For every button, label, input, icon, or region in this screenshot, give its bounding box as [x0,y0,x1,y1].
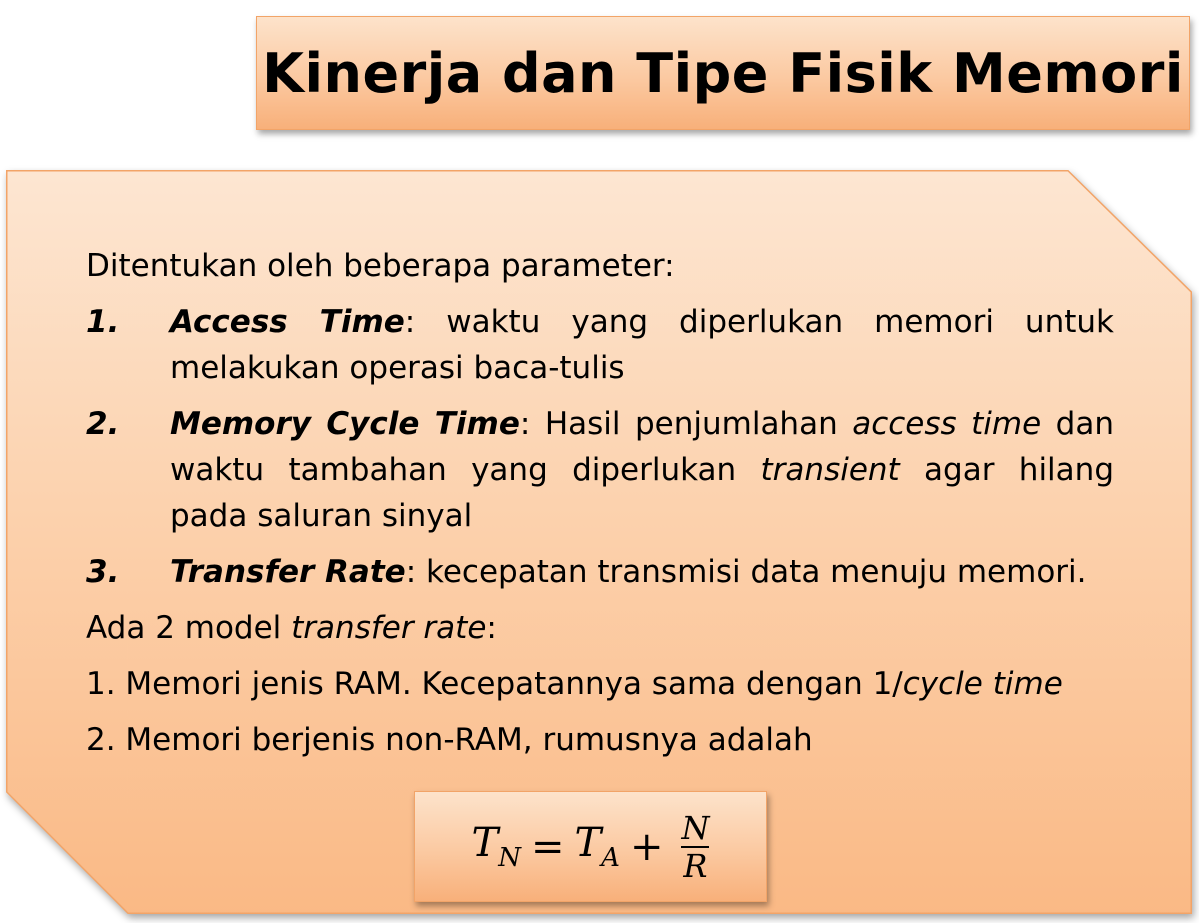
title-box: Kinerja dan Tipe Fisik Memori [256,16,1190,130]
parameter-description: Transfer Rate: kecepatan transmisi data … [170,549,1114,595]
parameter-separator: : [519,406,545,442]
formula-access-term: TA [574,820,620,873]
parameter-item: 3. Transfer Rate: kecepatan transmisi dat… [86,549,1114,595]
parameter-term: Transfer Rate [170,554,406,590]
formula-plus: + [629,823,664,870]
model-2: 2. Memori berjenis non-RAM, rumusnya ada… [86,722,813,758]
parameter-term: Memory Cycle Time [170,406,520,442]
parameter-text: waktu yang diperlukan memori untuk melak… [170,304,1114,386]
models-intro-term: transfer rate [291,610,487,646]
formula-denominator: R [683,846,708,885]
parameter-separator: : [404,304,447,340]
parameter-item: 2. Memory Cycle Time: Hasil penjumlahan a… [86,401,1114,539]
parameter-number: 3. [86,554,120,590]
panel-border [6,170,1192,914]
slide-title: Kinerja dan Tipe Fisik Memori [262,41,1184,105]
model-1-term: cycle time [902,666,1063,702]
parameter-text: dan waktu tambahan yang diperlukan [170,406,1114,488]
parameter-separator: : [405,554,427,590]
parameter-text: Hasil penjumlahan [544,406,853,442]
formula-lhs: TN [471,820,521,873]
parameter-term: Access Time [170,304,405,340]
parameter-description: Access Time: waktu yang diperlukan memor… [170,299,1114,391]
slide-content: Ditentukan oleh beberapa parameter: 1. Ac… [86,243,1114,773]
formula-fraction: N R [681,808,710,885]
formula-box: TN = TA + N R [414,791,767,902]
parameter-text: agar hilang pada saluran sinyal [170,452,1114,534]
intro-text: Ditentukan oleh beberapa parameter: [86,248,675,284]
parameter-text: kecepatan transmisi data menuju memori. [426,554,1087,590]
parameter-number: 1. [86,304,120,340]
parameter-list: 1. Access Time: waktu yang diperlukan mem… [86,299,1114,595]
parameter-text: transient [760,452,900,488]
formula-numerator: N [681,808,710,847]
content-panel [6,170,1192,914]
models-intro-prefix: Ada 2 model [86,610,292,646]
model-1: 1. Memori jenis RAM. Kecepatannya sama d… [86,661,1114,707]
model-1-text: 1. Memori jenis RAM. Kecepatannya sama d… [86,666,903,702]
parameter-number: 2. [86,406,120,442]
formula-equals: = [530,823,565,870]
models-intro-suffix: : [486,610,497,646]
models-intro: Ada 2 model transfer rate: [86,605,1114,651]
parameter-description: Memory Cycle Time: Hasil penjumlahan acc… [170,401,1114,539]
parameter-text: access time [852,406,1042,442]
parameter-item: 1. Access Time: waktu yang diperlukan mem… [86,299,1114,391]
